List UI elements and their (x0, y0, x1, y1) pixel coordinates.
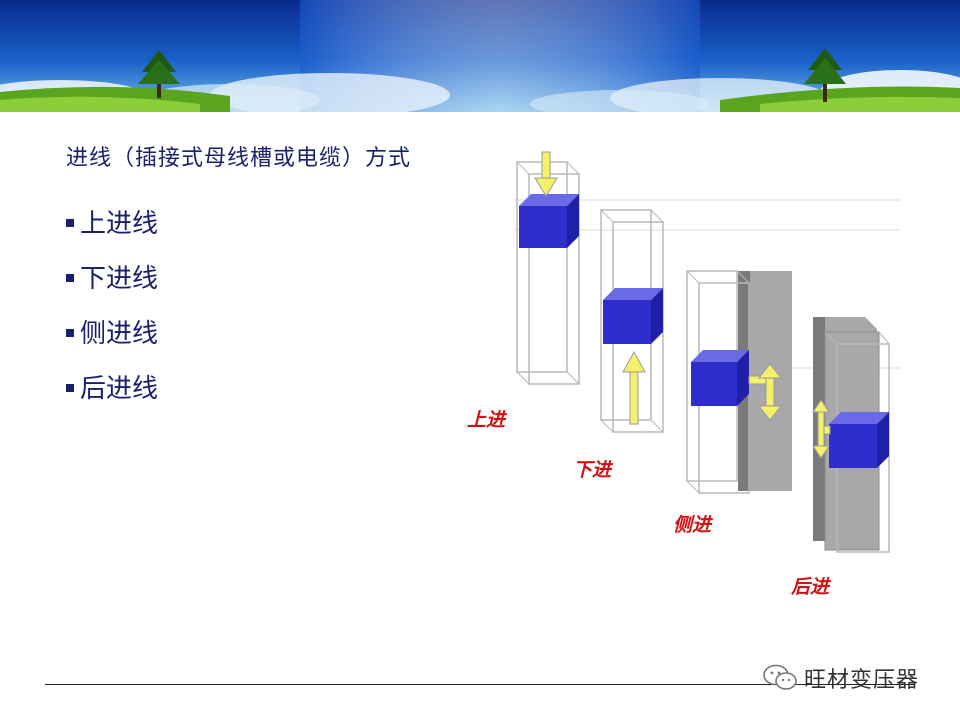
caption-bottom-entry: 下进 (573, 459, 612, 481)
bullet-text: 下进线 (80, 264, 159, 294)
arrow-down-icon (534, 151, 558, 197)
bullet-text: 上进线 (80, 209, 159, 239)
wechat-icon (763, 664, 797, 690)
tree-icon (804, 48, 846, 102)
square-bullet-icon (66, 219, 74, 227)
cabinet-top-entry (516, 151, 580, 385)
square-bullet-icon (66, 384, 74, 392)
bullet-item: 下进线 (66, 261, 158, 316)
arrow-up-icon (622, 350, 646, 425)
cabinet-bottom-entry (600, 209, 664, 433)
tree-icon (138, 50, 180, 98)
watermark-text: 旺材变压器 (804, 668, 920, 693)
cabinet-side-entry (686, 270, 792, 494)
cabinet-rear-entry (812, 317, 890, 553)
slide-title: 进线（插接式母线槽或电缆）方式 (66, 146, 412, 171)
bullet-text: 侧进线 (80, 319, 159, 349)
header-banner (0, 0, 960, 112)
busway-entry-diagram: 上进 下进 侧进 后进 (455, 150, 915, 598)
arrow-updown-icon (812, 399, 831, 459)
square-bullet-icon (66, 274, 74, 282)
bullet-list: 上进线 下进线 侧进线 后进线 (66, 206, 158, 426)
bullet-item: 后进线 (66, 371, 158, 426)
bullet-item: 上进线 (66, 206, 158, 261)
watermark: 旺材变压器 (762, 662, 919, 694)
square-bullet-icon (66, 329, 74, 337)
arrow-updown-icon (748, 363, 783, 421)
caption-top-entry: 上进 (467, 409, 506, 431)
caption-side-entry: 侧进 (673, 514, 712, 536)
caption-rear-entry: 后进 (791, 576, 830, 598)
bullet-text: 后进线 (80, 374, 159, 404)
bullet-item: 侧进线 (66, 316, 158, 371)
footer-divider (45, 684, 915, 685)
